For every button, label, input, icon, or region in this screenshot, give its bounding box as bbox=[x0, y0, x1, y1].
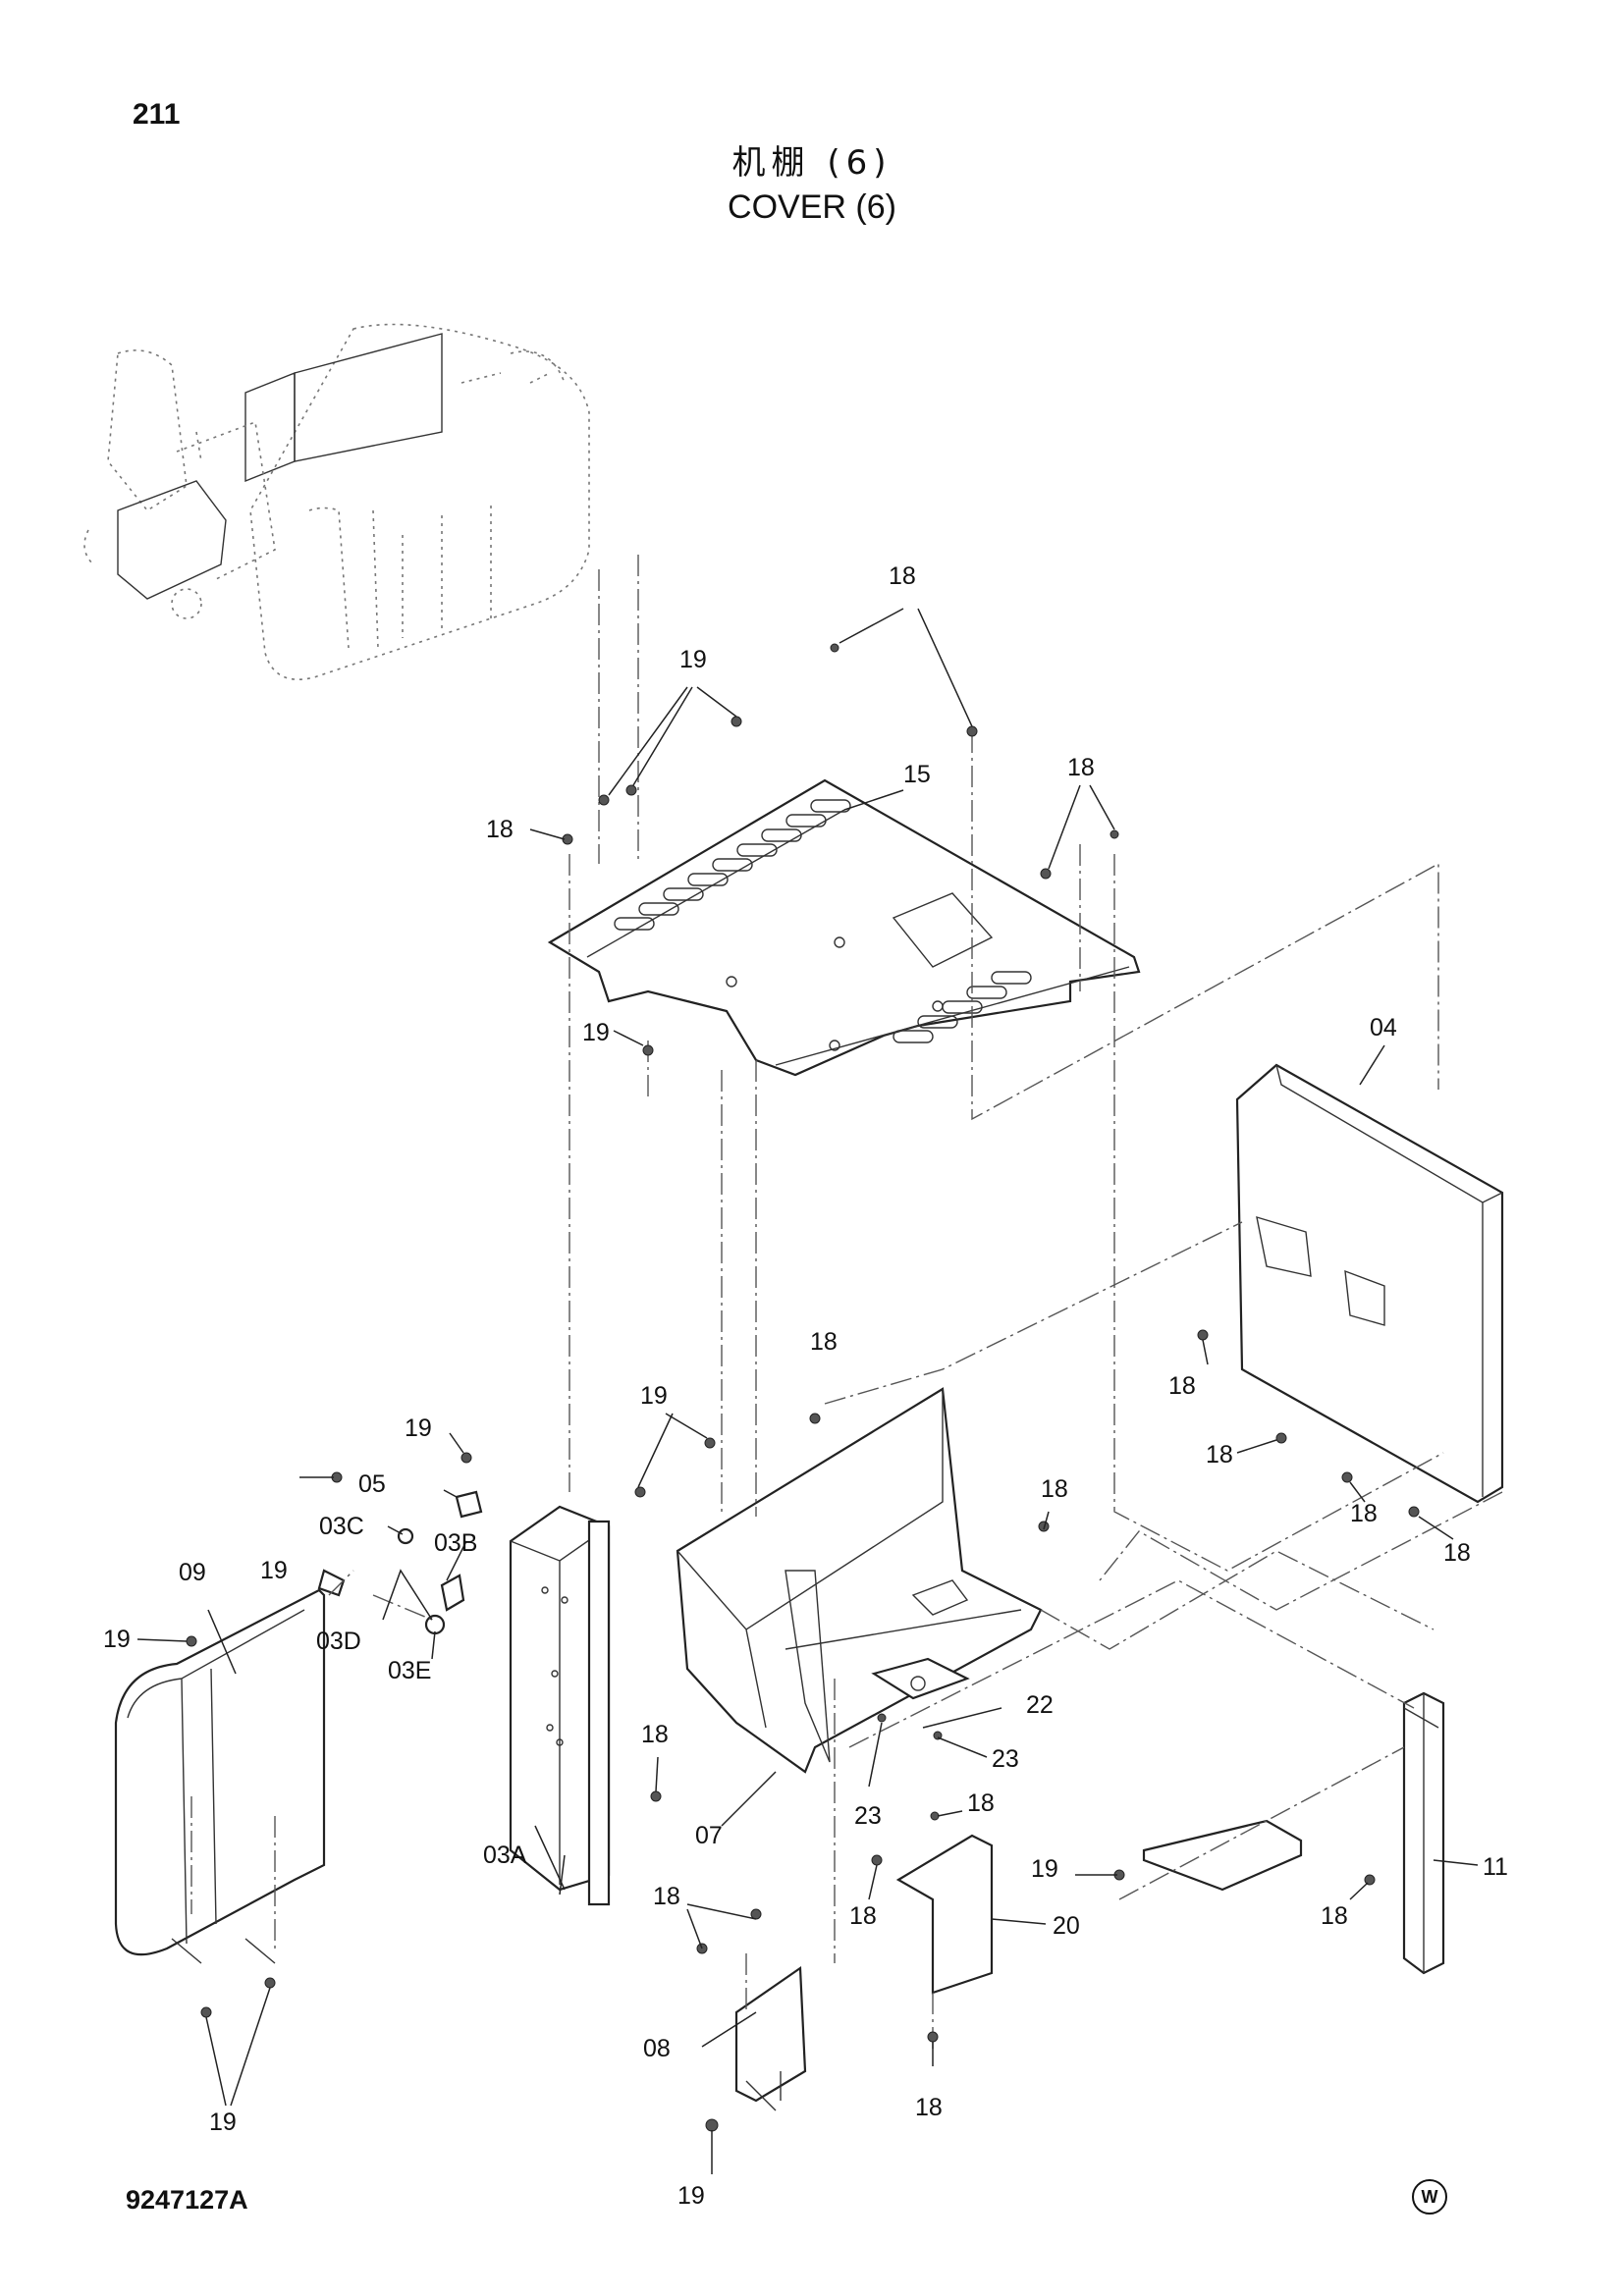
part-11-stand bbox=[1142, 1691, 1445, 1975]
callout-03a: 03A bbox=[483, 1842, 527, 1869]
phantom-lines bbox=[190, 555, 1503, 2052]
part-20-bracket bbox=[895, 1834, 994, 1995]
callout-05: 05 bbox=[358, 1470, 386, 1498]
leader-lines bbox=[136, 608, 1479, 2174]
callout-18-panel-2: 18 bbox=[1206, 1441, 1233, 1468]
part-04-side-panel bbox=[1235, 1063, 1504, 1504]
callout-22: 22 bbox=[1026, 1691, 1054, 1719]
callout-18-bottom: 18 bbox=[915, 2094, 943, 2121]
callout-18-top: 18 bbox=[889, 562, 916, 590]
drawing-number: 9247127A bbox=[126, 2185, 248, 2215]
callout-20: 20 bbox=[1053, 1912, 1080, 1940]
callout-18-post-bottom: 18 bbox=[641, 1721, 669, 1748]
callout-07: 07 bbox=[695, 1822, 723, 1849]
callout-labels: 18 19 18 15 18 19 04 18 19 19 05 03C 03B… bbox=[103, 562, 1508, 2210]
callout-23-left: 23 bbox=[854, 1802, 882, 1830]
callout-11: 11 bbox=[1483, 1853, 1508, 1881]
callout-03c: 03C bbox=[319, 1513, 364, 1540]
title-chinese: 机棚 (6) bbox=[731, 143, 893, 183]
callout-19-plate: 19 bbox=[1031, 1855, 1058, 1883]
callout-19-frame-left: 19 bbox=[103, 1626, 131, 1653]
callout-04: 04 bbox=[1370, 1014, 1397, 1041]
part-22-plate bbox=[871, 1657, 970, 1700]
callout-19-bottom: 19 bbox=[677, 2182, 705, 2210]
callout-09: 09 bbox=[179, 1559, 206, 1586]
callout-18-bracket20-left: 18 bbox=[849, 1902, 877, 1930]
callout-19-frame-bottom: 19 bbox=[209, 2109, 237, 2136]
callout-19-post: 19 bbox=[405, 1415, 432, 1442]
callout-18-bracket20: 18 bbox=[967, 1789, 995, 1817]
callout-18-panel-4: 18 bbox=[1443, 1539, 1471, 1567]
part-09-cover-frame bbox=[114, 1588, 326, 1964]
callout-03e: 03E bbox=[388, 1657, 431, 1684]
callout-19-frame: 19 bbox=[260, 1557, 288, 1584]
title-english: COVER (6) bbox=[728, 188, 896, 226]
callout-18-panel: 18 bbox=[1168, 1372, 1196, 1400]
circled-w-mark: W bbox=[1412, 2179, 1447, 2215]
page-number: 211 bbox=[133, 98, 181, 131]
callout-18-right-top: 18 bbox=[1067, 754, 1095, 781]
small-brackets bbox=[317, 1490, 483, 1635]
callout-19-center: 19 bbox=[640, 1382, 668, 1410]
callout-18-panel-3: 18 bbox=[1350, 1500, 1378, 1527]
part-07-inner-box bbox=[676, 1387, 1043, 1774]
callout-03b: 03B bbox=[434, 1529, 477, 1557]
machine-overview-sketch bbox=[83, 323, 590, 681]
callout-18-stand: 18 bbox=[1321, 1902, 1348, 1930]
part-08-bracket bbox=[734, 1965, 807, 2111]
part-15-top-cover-plate bbox=[547, 778, 1141, 1077]
callout-19-mid: 19 bbox=[582, 1019, 610, 1046]
callout-18-bracket08: 18 bbox=[653, 1883, 680, 1910]
callout-15: 15 bbox=[903, 761, 931, 788]
callout-18-inner: 18 bbox=[1041, 1475, 1068, 1503]
callout-19-top: 19 bbox=[679, 646, 707, 673]
callout-23-right: 23 bbox=[992, 1745, 1019, 1773]
callout-08: 08 bbox=[643, 2035, 671, 2062]
callout-03d: 03D bbox=[316, 1628, 361, 1655]
callout-18-center: 18 bbox=[810, 1328, 838, 1356]
callout-18-left-top: 18 bbox=[486, 816, 514, 843]
part-03a-vertical-post bbox=[509, 1505, 611, 1906]
